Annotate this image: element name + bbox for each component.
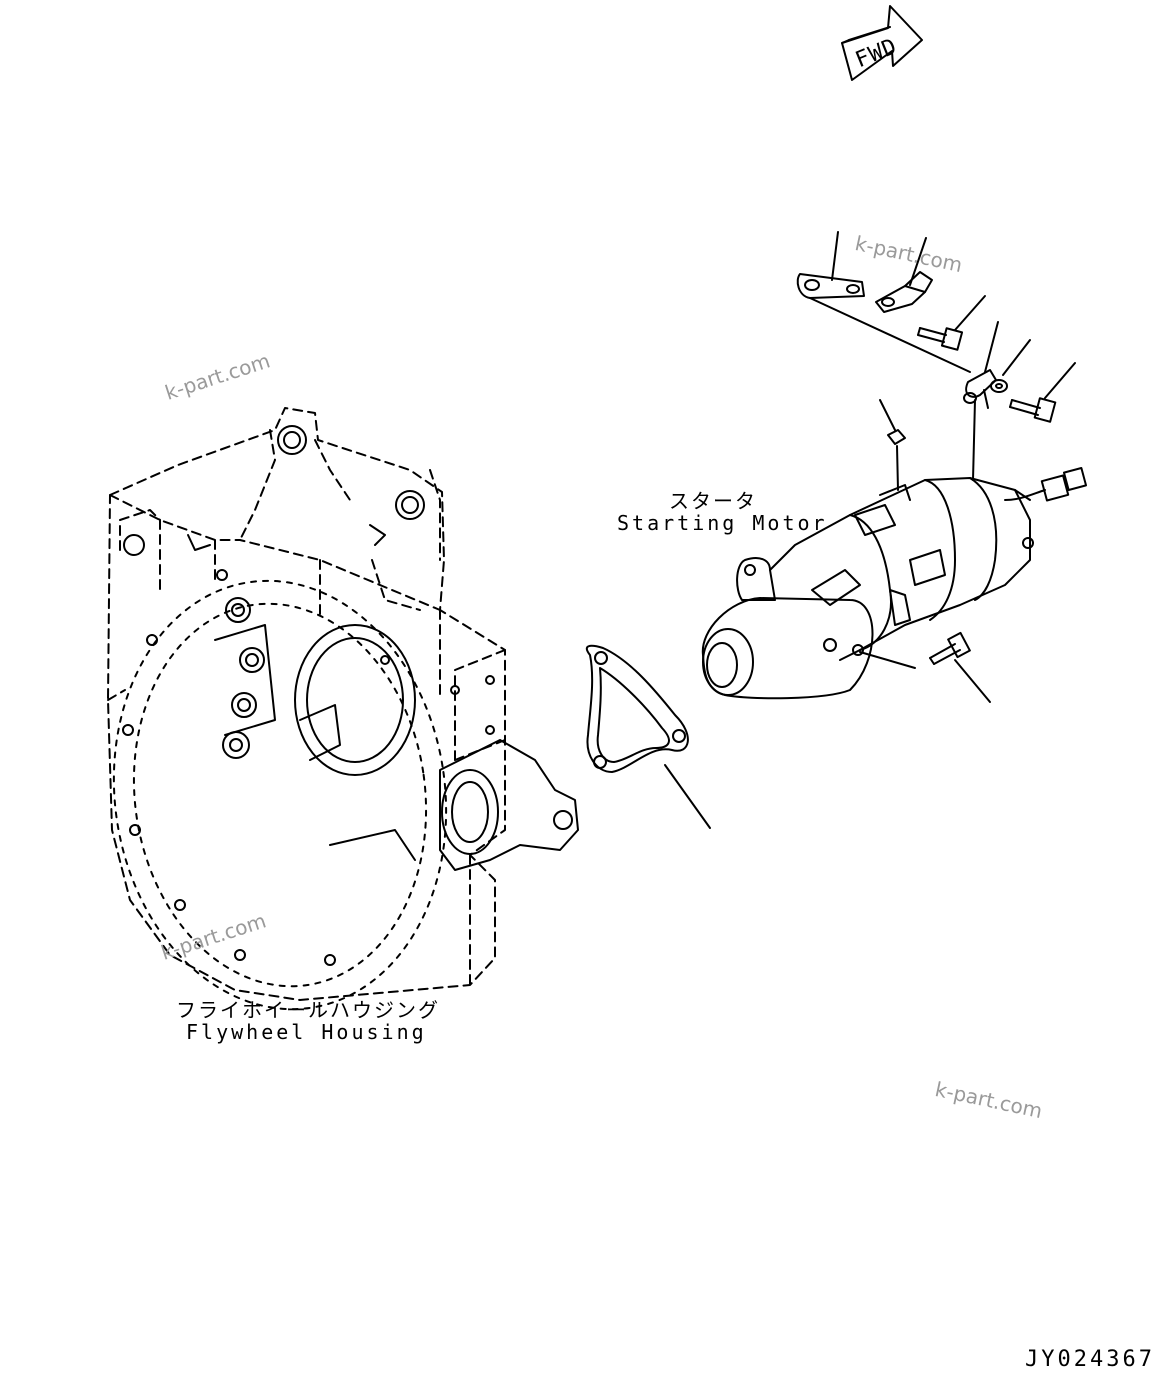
flywheel-housing [107, 407, 579, 1011]
starting-motor-label-jp: スタータ [669, 489, 757, 513]
clamp [963, 321, 999, 481]
bolt [917, 295, 986, 351]
bolt [1009, 362, 1076, 423]
fwd-arrow-icon [841, 5, 923, 81]
starting-motor [701, 466, 1088, 700]
bracket-plate [796, 231, 971, 373]
clip [875, 237, 933, 313]
starting-motor-label-en: Starting Motor [617, 511, 828, 535]
flywheel-housing-label-en: Flywheel Housing [186, 1020, 427, 1044]
nut [879, 399, 906, 491]
mounting-bolt [929, 631, 991, 703]
drawing-code: JY024367 [1025, 1347, 1155, 1372]
flywheel-housing-label-jp: フライホイールハウジング [176, 998, 440, 1022]
washer [990, 339, 1031, 393]
gasket [585, 644, 711, 829]
